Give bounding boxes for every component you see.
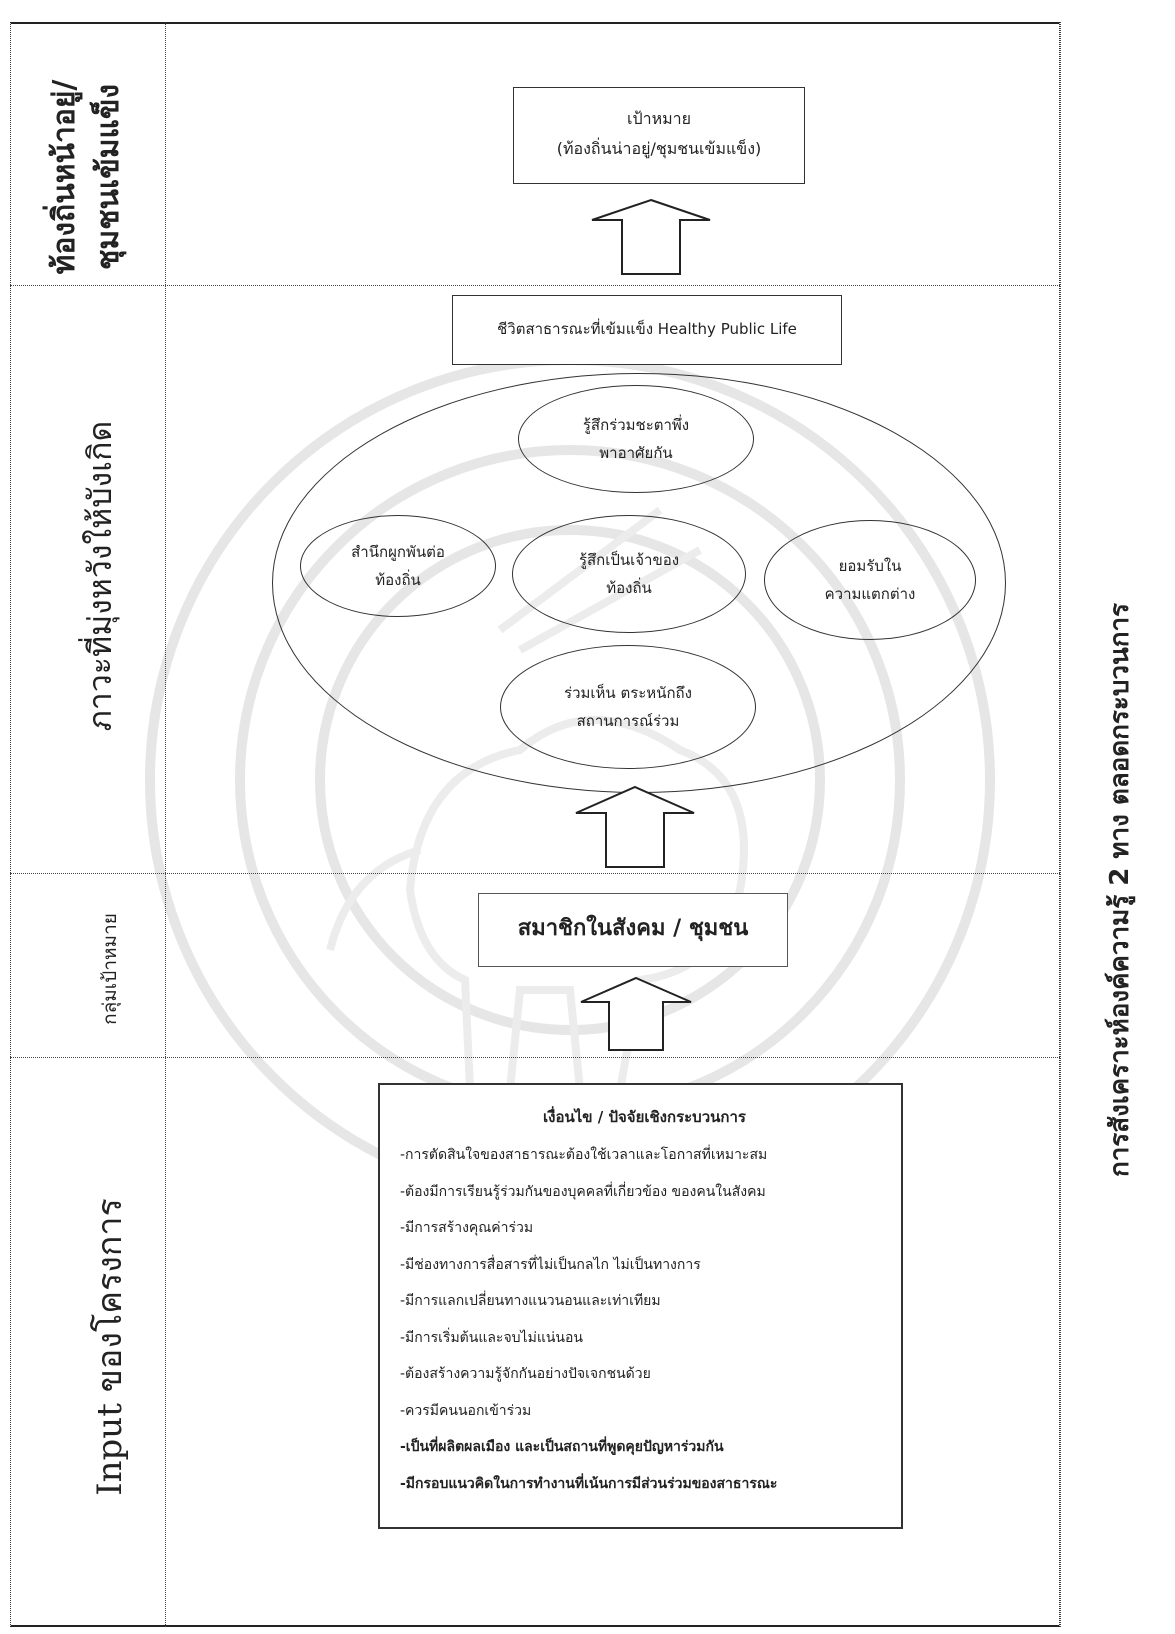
shared-awareness-line2: สถานการณ์ร่วม (576, 712, 680, 730)
condition-item: -ต้องสร้างความรู้จักกันอย่างปัจเจกชนด้วย (400, 1366, 651, 1382)
goal-label-line1: ท้องถิ่นหน้าอยู่/ (47, 79, 82, 275)
local-bond-line2: ท้องถิ่น (375, 571, 421, 589)
desired-state-label: ภาวะที่มุ่งหวังให้บังเกิด (81, 420, 119, 732)
ownership-line1: รู้สึกเป็นเจ้าของ (578, 550, 680, 569)
ellipse-shared-destiny: รู้สึกร่วมชะตาพึ่ง พาอาศัยกัน (518, 385, 754, 493)
right-column-divider (1060, 22, 1061, 1627)
shared-destiny-line1: รู้สึกร่วมชะตาพึ่ง (582, 415, 690, 434)
ellipse-local-bond: สำนึกผูกพันต่อ ท้องถิ่น (300, 515, 496, 617)
left-column-divider (165, 22, 166, 1627)
condition-item: -มีการแลกเปลี่ยนทางแนวนอนและเท่าเทียม (400, 1293, 661, 1309)
condition-item: -มีช่องทางการสื่อสารที่ไม่เป็นกลไก ไม่เป… (400, 1256, 701, 1273)
goal-label: ท้องถิ่นหน้าอยู่/ ชุมชนเข้มแข็ง (43, 72, 133, 282)
goal-box-title: เป้าหมาย (626, 109, 692, 128)
condition-item: -มีการเริ่มต้นและจบไม่แน่นอน (400, 1329, 583, 1346)
ellipse-shared-awareness: ร่วมเห็น ตระหนักถึง สถานการณ์ร่วม (500, 645, 756, 769)
goal-box-subtitle: (ท้องถิ่นน่าอยู่/ชุมชนเข้มแข็ง) (556, 139, 762, 158)
local-bond-line1: สำนึกผูกพันต่อ (351, 542, 445, 561)
row-divider-1 (10, 285, 1060, 286)
condition-item: -มีกรอบแนวคิดในการทำงานที่เน้นการมีส่วนร… (400, 1475, 778, 1492)
accept-difference-line2: ความแตกต่าง (824, 585, 916, 603)
diagram-frame (10, 22, 1060, 1627)
up-arrow-to-members (580, 976, 692, 1051)
condition-item: -การตัดสินใจของสาธารณะต้องใช้เวลาและโอกา… (400, 1147, 768, 1163)
ellipse-accept-difference: ยอมรับใน ความแตกต่าง (764, 520, 976, 640)
input-label: Input ของโครงการ (90, 1198, 130, 1496)
up-arrow-to-ellipse (575, 785, 695, 868)
members-box: สมาชิกในสังคม / ชุมชน (478, 893, 788, 967)
up-arrow-to-goal (591, 198, 711, 275)
ownership-line2: ท้องถิ่น (606, 579, 652, 597)
condition-item: -ควรมีคนนอกเข้าร่วม (400, 1402, 532, 1419)
row-divider-2 (10, 873, 1060, 874)
condition-item: -มีการสร้างคุณค่าร่วม (400, 1220, 534, 1236)
shared-awareness-line1: ร่วมเห็น ตระหนักถึง (564, 683, 692, 702)
conditions-title: เงื่อนไข / ปัจจัยเชิงกระบวนการ (543, 1108, 746, 1126)
shared-destiny-line2: พาอาศัยกัน (599, 444, 673, 462)
accept-difference-line1: ยอมรับใน (838, 556, 902, 575)
condition-item: -ต้องมีการเรียนรู้ร่วมกันของบุคคลที่เกี่… (400, 1183, 766, 1200)
synthesis-label: การสังเคราะห์องค์ความรู้ 2 ทาง ตลอดกระบว… (1105, 602, 1135, 1178)
goal-box: เป้าหมาย (ท้องถิ่นน่าอยู่/ชุมชนเข้มแข็ง) (513, 87, 805, 184)
row-divider-3 (10, 1057, 1060, 1058)
ellipse-ownership: รู้สึกเป็นเจ้าของ ท้องถิ่น (512, 515, 746, 633)
healthy-public-life-box: ชีวิตสาธารณะที่เข้มแข็ง Healthy Public L… (452, 295, 842, 365)
goal-label-line2: ชุมชนเข้มแข็ง (91, 83, 126, 271)
conditions-box: เงื่อนไข / ปัจจัยเชิงกระบวนการ -การตัดสิ… (378, 1083, 903, 1529)
condition-item: -เป็นที่ผลิตผลเมือง และเป็นสถานที่พูดคุย… (400, 1439, 724, 1455)
target-group-label: กลุ่มเป้าหมาย (99, 913, 121, 1025)
